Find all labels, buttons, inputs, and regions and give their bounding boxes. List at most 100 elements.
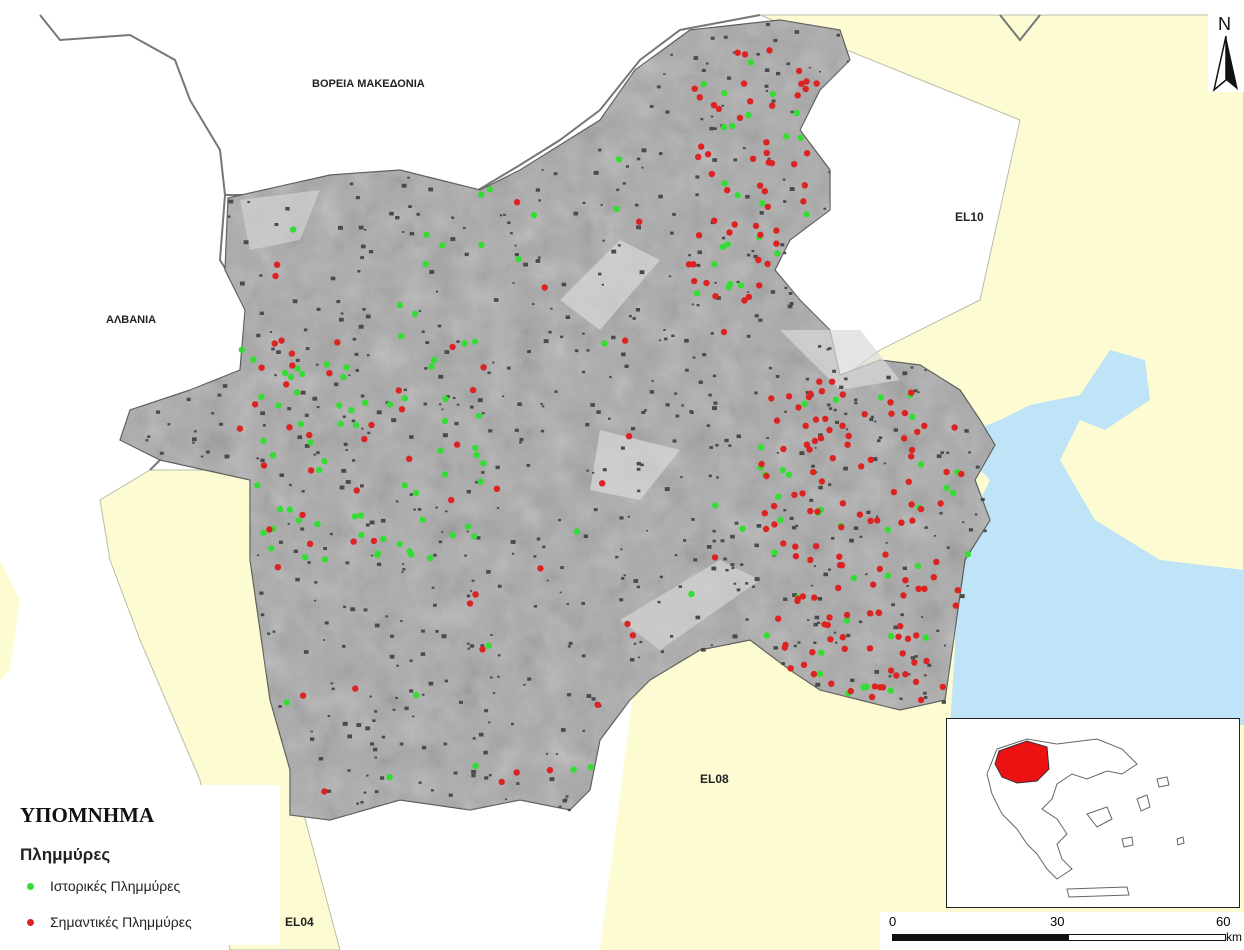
settlement-mark	[754, 314, 759, 318]
historic-flood-point	[601, 340, 608, 347]
settlement-mark	[826, 403, 831, 407]
significant-flood-point	[306, 540, 314, 547]
settlement-mark	[712, 374, 717, 378]
historic-flood-point	[419, 516, 426, 523]
settlement-mark	[611, 335, 616, 340]
settlement-mark	[902, 566, 907, 570]
significant-flood-point	[755, 256, 762, 264]
settlement-mark	[470, 405, 474, 409]
settlement-mark	[783, 200, 787, 203]
settlement-mark	[733, 158, 738, 162]
settlement-mark	[417, 508, 422, 511]
settlement-mark	[365, 726, 371, 731]
lowland-plain	[240, 190, 320, 250]
settlement-mark	[773, 646, 778, 650]
settlement-mark	[943, 644, 947, 647]
historic-flood-point	[769, 90, 776, 98]
settlement-mark	[438, 540, 443, 544]
historic-flood-point	[909, 413, 916, 421]
settlement-mark	[262, 424, 266, 427]
significant-flood-point	[698, 143, 705, 150]
settlement-mark	[492, 692, 496, 694]
settlement-mark	[968, 528, 973, 532]
significant-flood-point	[766, 47, 773, 54]
settlement-mark	[712, 529, 716, 533]
settlement-mark	[795, 524, 799, 527]
settlement-mark	[776, 71, 781, 76]
significant-flood-point	[685, 261, 693, 268]
historic-flood-point	[917, 461, 925, 468]
significant-flood-point	[251, 401, 259, 408]
historic-flood-point	[739, 525, 746, 532]
significant-flood-point	[466, 600, 474, 607]
significant-flood-point	[876, 565, 883, 573]
settlement-mark	[581, 654, 586, 658]
significant-flood-point	[368, 421, 375, 429]
historic-flood-point	[480, 460, 487, 467]
settlement-mark	[586, 694, 592, 698]
settlement-mark	[622, 182, 626, 185]
historic-flood-point	[693, 290, 701, 297]
settlement-mark	[435, 290, 439, 293]
settlement-mark	[681, 404, 684, 407]
settlement-mark	[413, 508, 416, 511]
settlement-mark	[850, 678, 855, 682]
settlement-mark	[789, 302, 794, 306]
settlement-mark	[421, 745, 427, 750]
settlement-mark	[696, 304, 700, 307]
historic-flood-point	[283, 699, 290, 706]
settlement-mark	[243, 240, 249, 245]
significant-flood-point	[843, 611, 851, 619]
historic-flood-point	[843, 617, 851, 624]
historic-flood-point	[860, 684, 867, 691]
settlement-mark	[420, 652, 426, 656]
settlement-mark	[227, 215, 231, 218]
settlement-mark	[708, 474, 712, 478]
settlement-mark	[983, 529, 987, 533]
settlement-mark	[376, 410, 382, 415]
settlement-mark	[844, 377, 848, 381]
settlement-mark	[724, 438, 729, 443]
historic-flood-point	[943, 484, 950, 491]
settlement-mark	[310, 737, 315, 741]
settlement-mark	[674, 392, 678, 395]
historic-flood-point	[783, 133, 790, 140]
settlement-mark	[582, 729, 586, 732]
historic-flood-point	[374, 551, 381, 559]
settlement-mark	[723, 557, 727, 561]
significant-flood-point	[625, 433, 633, 440]
settlement-mark	[708, 393, 712, 397]
settlement-mark	[343, 605, 346, 608]
settlement-mark	[222, 384, 228, 388]
historic-flood-point	[323, 361, 331, 368]
historic-flood-point	[423, 231, 430, 238]
settlement-mark	[259, 311, 264, 315]
settlement-mark	[811, 584, 814, 587]
significant-flood-point	[898, 519, 905, 526]
settlement-mark	[259, 591, 264, 595]
settlement-mark	[355, 369, 359, 372]
settlement-mark	[939, 511, 943, 515]
settlement-mark	[327, 715, 331, 718]
significant-flood-point	[691, 277, 698, 285]
settlement-mark	[609, 376, 612, 379]
settlement-mark	[768, 366, 772, 370]
settlement-mark	[374, 790, 379, 794]
settlement-mark	[586, 349, 590, 352]
settlement-mark	[637, 489, 641, 493]
settlement-mark	[582, 332, 585, 335]
settlement-mark	[512, 552, 515, 555]
settlement-mark	[503, 213, 506, 216]
settlement-mark	[940, 451, 944, 454]
settlement-mark	[639, 270, 645, 275]
settlement-mark	[316, 451, 320, 454]
settlement-mark	[615, 555, 619, 559]
settlement-mark	[771, 99, 776, 103]
significant-flood-point	[306, 431, 313, 439]
historic-flood-point	[412, 489, 420, 497]
settlement-mark	[656, 85, 661, 89]
settlement-mark	[684, 338, 689, 343]
settlement-mark	[409, 689, 414, 693]
settlement-mark	[809, 498, 814, 502]
settlement-mark	[565, 315, 571, 319]
